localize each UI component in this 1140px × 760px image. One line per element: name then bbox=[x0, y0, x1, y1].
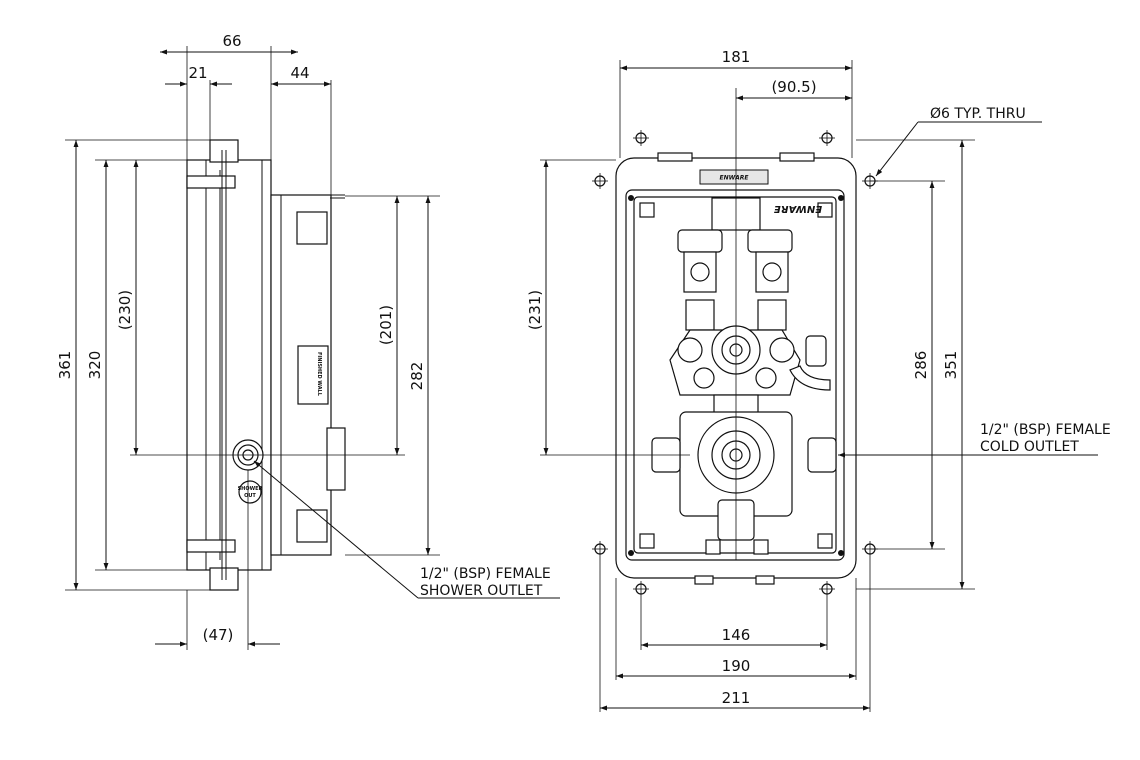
finished-wall-tag bbox=[297, 345, 329, 405]
shower-callout-line1: 1/2" (BSP) FEMALE bbox=[420, 566, 551, 582]
side-dim-201: (201) bbox=[377, 196, 400, 455]
brand-plate-label: ENWARE bbox=[720, 175, 750, 182]
svg-text:211: 211 bbox=[722, 689, 751, 707]
svg-text:44: 44 bbox=[290, 64, 309, 82]
shower-badge-line1: SHOWER bbox=[238, 486, 263, 492]
side-dim-66: 66 bbox=[160, 32, 298, 55]
svg-text:181: 181 bbox=[722, 48, 751, 66]
svg-text:(231): (231) bbox=[526, 290, 544, 330]
hole-note: Ø6 TYP. THRU bbox=[930, 106, 1026, 122]
svg-text:(230): (230) bbox=[116, 290, 134, 330]
side-dim-47: (47) bbox=[155, 626, 280, 647]
front-dim-351: 351 bbox=[942, 140, 965, 589]
side-dim-21: 21 bbox=[165, 64, 232, 87]
hole-callout: Ø6 TYP. THRU bbox=[875, 106, 1042, 177]
svg-text:66: 66 bbox=[222, 32, 241, 50]
side-dim-320: 320 bbox=[86, 160, 109, 570]
shower-badge-line2: OUT bbox=[244, 493, 256, 499]
brand-logo: ENWARE bbox=[774, 203, 822, 214]
front-dim-181: 181 bbox=[620, 48, 852, 71]
front-dim-90-5: (90.5) bbox=[736, 78, 852, 101]
cold-outlet-callout: 1/2" (BSP) FEMALE COLD OUTLET bbox=[838, 422, 1111, 458]
svg-text:320: 320 bbox=[86, 351, 104, 380]
side-dim-361: 361 bbox=[56, 140, 79, 590]
front-dim-146: 146 bbox=[641, 626, 827, 648]
front-dim-211: 211 bbox=[600, 689, 870, 711]
svg-text:282: 282 bbox=[408, 362, 426, 391]
svg-text:(47): (47) bbox=[203, 626, 234, 644]
svg-text:361: 361 bbox=[56, 351, 74, 380]
shower-callout-line2: SHOWER OUTLET bbox=[420, 583, 543, 599]
top-clip bbox=[209, 139, 239, 163]
svg-text:(201): (201) bbox=[377, 305, 395, 345]
brand-plate bbox=[699, 169, 769, 185]
shower-outlet-callout: 1/2" (BSP) FEMALE SHOWER OUTLET bbox=[253, 460, 560, 599]
side-dim-44: 44 bbox=[271, 64, 331, 87]
finished-wall-label: FINISHED WALL bbox=[316, 352, 322, 397]
shower-badge bbox=[238, 480, 262, 504]
front-view: ENWARE ENWARE bbox=[526, 48, 1111, 712]
svg-text:286: 286 bbox=[912, 351, 930, 380]
front-dim-231: (231) bbox=[526, 160, 549, 455]
svg-text:190: 190 bbox=[722, 657, 751, 675]
valve-assembly bbox=[651, 197, 837, 555]
svg-text:(90.5): (90.5) bbox=[771, 78, 816, 96]
cold-callout-line2: COLD OUTLET bbox=[980, 439, 1079, 455]
side-dim-230: (230) bbox=[116, 160, 139, 455]
front-dim-190: 190 bbox=[616, 657, 856, 679]
side-body: FINISHED WALL SHOWER OUT bbox=[130, 139, 405, 591]
side-view: FINISHED WALL SHOWER OUT bbox=[56, 32, 560, 650]
cold-callout-line1: 1/2" (BSP) FEMALE bbox=[980, 422, 1111, 438]
svg-text:146: 146 bbox=[722, 626, 751, 644]
side-dim-282: 282 bbox=[408, 196, 431, 555]
svg-text:21: 21 bbox=[188, 64, 207, 82]
svg-text:351: 351 bbox=[942, 351, 960, 380]
bottom-clip bbox=[209, 567, 239, 591]
side-box bbox=[186, 159, 272, 571]
front-dim-286: 286 bbox=[912, 181, 935, 549]
